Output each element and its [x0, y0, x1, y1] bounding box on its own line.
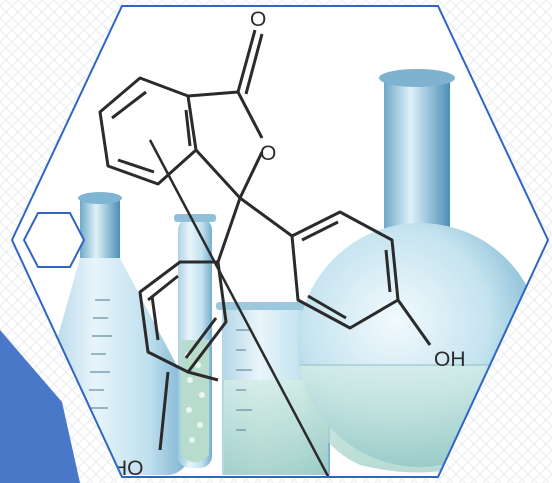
hydroxyl-right-label: OH: [434, 348, 466, 371]
ring-oxygen-label: O: [260, 142, 276, 165]
carbonyl-oxygen-label: O: [250, 8, 266, 31]
hexagon-outline-icon: [22, 212, 86, 268]
phenolphthalein-structure-icon: [98, 29, 432, 477]
hexagon-frame: [10, 5, 550, 478]
blue-accent-shape: [0, 330, 80, 483]
